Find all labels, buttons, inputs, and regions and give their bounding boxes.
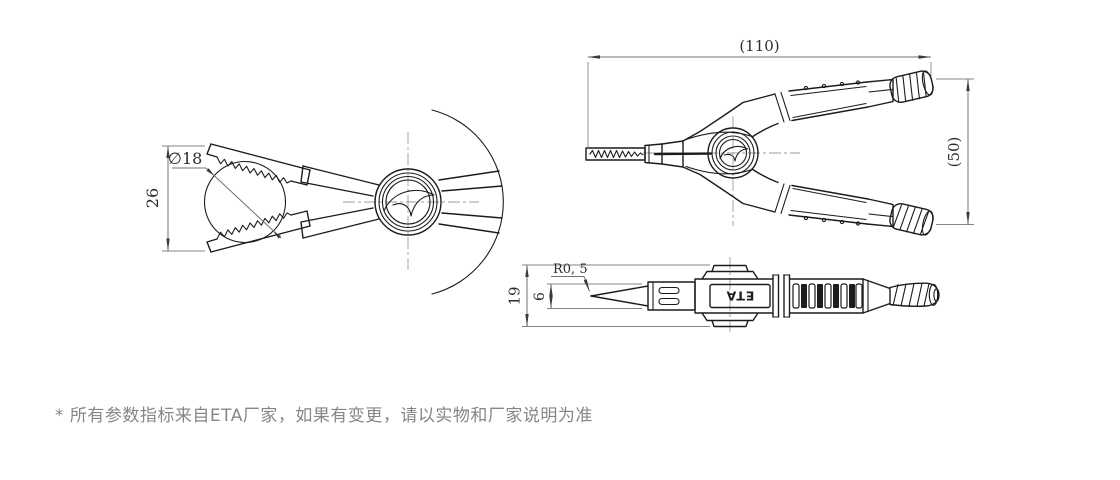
top-spring-swoosh xyxy=(719,146,749,162)
dim-tip-height: 6 xyxy=(532,283,642,309)
break-arc xyxy=(431,109,504,295)
side-grip xyxy=(789,278,891,314)
brand-plate xyxy=(709,283,771,309)
dim-overall-width: (50) xyxy=(936,78,974,225)
dim-jaw-opening: 26 xyxy=(143,145,205,252)
upper-jaw-serration xyxy=(216,156,292,184)
dim-jaw-opening-label: 26 xyxy=(143,188,162,208)
jaw-opening-circle xyxy=(203,160,287,244)
dim-tip-height-label: 6 xyxy=(532,292,548,301)
dim-tip-radius-label: R0, 5 xyxy=(553,262,588,277)
dim-overall-width-label: (50) xyxy=(945,137,963,168)
dim-jaw-diameter-label: ∅18 xyxy=(168,149,202,168)
dim-overall-height-label: 19 xyxy=(506,286,524,305)
front-view: 26 ∅18 xyxy=(143,109,504,295)
dim-overall-length-label: (110) xyxy=(739,37,779,55)
lower-jaw xyxy=(206,207,380,253)
upper-handle xyxy=(682,70,934,142)
lower-cable-boot xyxy=(889,202,934,236)
side-tip xyxy=(590,285,649,307)
upper-jaw xyxy=(206,143,380,197)
dim-overall-length: (110) xyxy=(587,37,932,149)
top-boss xyxy=(701,270,759,280)
lower-handle xyxy=(682,165,934,236)
handle-stubs xyxy=(438,170,503,234)
dim-tip-radius: R0, 5 xyxy=(551,262,590,292)
side-body: ETA xyxy=(694,264,791,328)
lower-jaw-serration xyxy=(216,212,292,240)
footnote: * 所有参数指标来自ETA厂家，如果有变更，请以实物和厂家说明为准 xyxy=(55,406,593,426)
spring-swoosh xyxy=(383,189,435,217)
upper-cable-boot xyxy=(889,70,934,104)
probe-serration xyxy=(589,149,644,159)
pivot-rings xyxy=(374,168,442,236)
cable-hole xyxy=(933,288,940,302)
side-cable-boot xyxy=(889,282,940,308)
dim-overall-height: 19 xyxy=(506,264,710,327)
top-view: (110) (50) xyxy=(585,37,974,236)
probe-tip xyxy=(585,140,713,168)
brand-label: ETA xyxy=(726,289,755,304)
dim-jaw-diameter: ∅18 xyxy=(168,149,282,239)
side-collar xyxy=(647,281,696,311)
side-view: ETA xyxy=(506,257,940,335)
bottom-boss xyxy=(701,312,759,322)
